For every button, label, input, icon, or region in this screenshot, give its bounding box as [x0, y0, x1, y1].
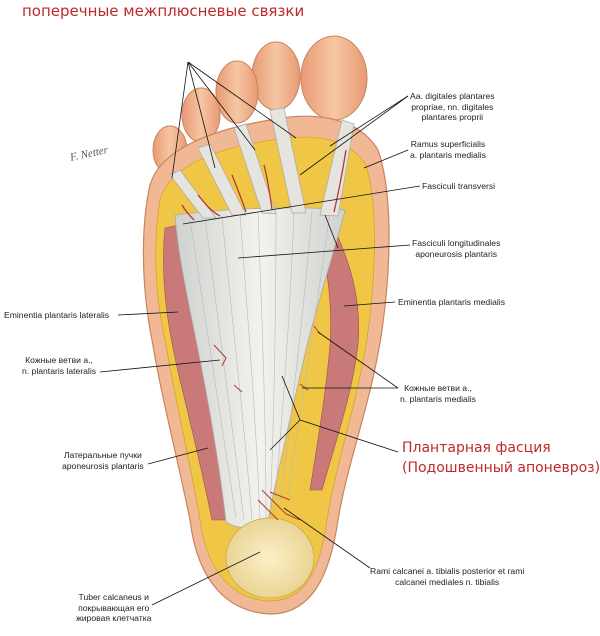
- ligaments-title: поперечные межплюсневые связки: [22, 2, 305, 20]
- artist-signature: F. Netter: [68, 144, 110, 164]
- label-digitales-line-3: plantares proprii: [421, 112, 484, 122]
- label-eminentia-lateralis: Eminentia plantaris lateralis: [4, 310, 109, 321]
- label-transversi-line-1: Fasciculi transversi: [422, 181, 496, 191]
- label-eminentia-lateralis-line-1: Eminentia plantaris lateralis: [4, 310, 110, 320]
- label-ramus-line-1: Ramus superficialis: [410, 139, 486, 149]
- label-fasciculi-longitudinales: Fasciculi longitudinales aponeurosis pla…: [412, 238, 500, 259]
- label-kozhnye-medial: Кожные ветви а., n. plantaris medialis: [400, 383, 476, 404]
- label-lateralnye-line-2: aponeurosis plantaris: [62, 460, 144, 471]
- label-lateralnye-line-1: Латеральные пучки: [63, 450, 142, 460]
- label-tuber-line-3: жировая клетчатка: [76, 613, 152, 623]
- label-tuber-calcaneus: Tuber calcaneus и покрывающая его жирова…: [76, 592, 151, 624]
- label-fasciculi-transversi: Fasciculi transversi: [422, 181, 495, 192]
- label-rami-line-1: Rami calcanei a. tibialis posterior et r…: [370, 566, 525, 576]
- label-digitales-line-1: Aa. digitales plantares: [410, 91, 495, 101]
- toe-second: [251, 41, 301, 111]
- label-rami-line-2: calcanei mediales n. tibialis: [395, 576, 500, 587]
- label-ramus-superficialis: Ramus superficialis a. plantaris mediali…: [410, 139, 486, 160]
- label-digitales-line-2: propriae, nn. digitales: [411, 101, 494, 112]
- label-lateralnye-puchki: Латеральные пучки aponeurosis plantaris: [62, 450, 144, 471]
- calcaneal-vessels: [257, 489, 301, 521]
- label-ramus-line-2: a. plantaris medialis: [410, 149, 486, 160]
- digital-vessels: [181, 149, 347, 221]
- label-eminentia-medialis: Eminentia plantaris medialis: [398, 297, 505, 308]
- leader-lines: [99, 61, 421, 606]
- fascia-fibers: [189, 210, 331, 521]
- label-tuber-line-2: покрывающая его: [78, 602, 150, 613]
- label-kozhnye-lateral-line-2: n. plantaris lateralis: [22, 365, 97, 376]
- fascia-slips: [169, 107, 355, 219]
- label-eminentia-medialis-line-1: Eminentia plantaris medialis: [398, 297, 505, 307]
- label-tuber-line-1: Tuber calcaneus и: [78, 592, 149, 602]
- fascia-title: Плантарная фасция (Подошвенный апоневроз…: [402, 438, 600, 478]
- toe-third: [215, 60, 259, 124]
- label-kozhnye-medial-line-2: n. plantaris medialis: [400, 393, 476, 404]
- label-longitudinales-line-1: Fasciculi longitudinales: [412, 238, 501, 248]
- label-rami-calcanei: Rami calcanei a. tibialis posterior et r…: [370, 566, 524, 587]
- label-kozhnye-lateral: Кожные ветви а., n. plantaris lateralis: [22, 355, 96, 376]
- label-kozhnye-lateral-line-1: Кожные ветви а.,: [25, 355, 93, 365]
- toe-big: [300, 35, 368, 121]
- muscle-medial: [309, 219, 360, 491]
- fascia-title-line-2: (Подошвенный апоневроз): [402, 460, 600, 476]
- heel-fat-pad: [225, 517, 315, 599]
- label-kozhnye-medial-line-1: Кожные ветви а.,: [404, 383, 472, 393]
- label-digitales: Aa. digitales plantares propriae, nn. di…: [410, 91, 495, 123]
- fascia-title-line-1: Плантарная фасция: [402, 440, 551, 456]
- label-longitudinales-line-2: aponeurosis plantaris: [415, 248, 498, 259]
